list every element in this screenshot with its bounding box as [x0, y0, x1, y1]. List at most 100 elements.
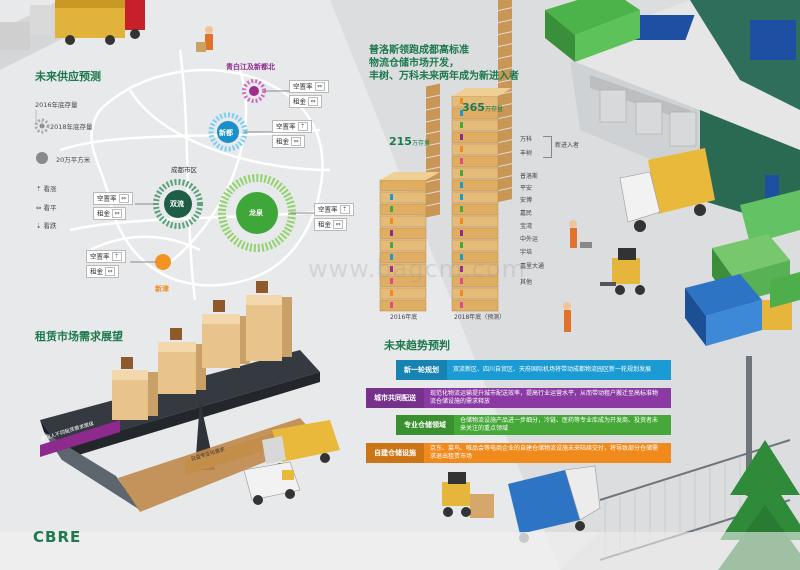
x-label-2018: 2018年底（预测） [454, 314, 506, 321]
developer-5: 嘉民 [520, 210, 533, 217]
trend-tag-0: 新一轮规划 [396, 360, 447, 380]
legend-up: ⇡ 看涨 [36, 185, 57, 193]
box-380-3 [379, 263, 427, 276]
stack-top-380 [380, 172, 440, 180]
box-tag-380-5 [390, 242, 393, 248]
box-side-380-8 [426, 107, 440, 122]
box-side-380-5 [426, 143, 440, 158]
stock-2016-value: 215 [389, 135, 412, 148]
box-tag-380-3 [390, 266, 393, 272]
xindu-rent: 租金⇔ [272, 135, 305, 148]
box-380-7 [379, 215, 427, 228]
box-tag-452-0 [460, 302, 463, 308]
box-tag-380-2 [390, 278, 393, 284]
worker-right-2 [563, 302, 571, 332]
headline-line-3: 丰树、万科未来两年成为新进入者 [369, 71, 519, 82]
box-side-380-4 [426, 155, 440, 170]
stock-chart [379, 0, 512, 312]
forklift-bottom [442, 472, 494, 518]
box-side-452-7 [498, 104, 512, 119]
box-side-452-6 [498, 116, 512, 131]
box-452-0 [451, 299, 499, 312]
box-tag-452-5 [460, 242, 463, 248]
headline: 普洛斯领跑成都高标准 物流仓储市场开发， 丰树、万科未来两年成为新进入者 [369, 44, 609, 83]
new-entrant-label: 新进入者 [555, 142, 580, 149]
stack-top-452 [452, 88, 512, 96]
qbj-vacancy: 空置率⇔ [289, 80, 329, 93]
box-380-0 [379, 299, 427, 312]
arrow-flat-icon: ⇔ [333, 220, 343, 229]
trend-tag-1: 城市共同配送 [366, 388, 424, 408]
box-side-380-7 [426, 119, 440, 134]
developer-2: 普洛斯 [520, 173, 539, 180]
arrow-flat-icon: ⇔ [118, 194, 129, 203]
box-tag-380-4 [390, 254, 393, 260]
developer-6: 宝湾 [520, 223, 533, 230]
box-452-2 [451, 275, 499, 288]
box-tag-452-8 [460, 206, 463, 212]
box-452-6 [451, 227, 499, 240]
arrow-up-icon: ⇡ [297, 122, 308, 131]
warehouse-building [570, 0, 800, 230]
xinjin-rent: 租金⇔ [86, 265, 119, 278]
box-side-380-9 [426, 95, 440, 110]
legend-2018: 2018年底存量 [50, 123, 93, 131]
xindu-vacancy: 空置率⇡ [272, 120, 312, 133]
delivery-van-right [619, 148, 715, 232]
box-tag-452-1 [460, 290, 463, 296]
box-452-8 [451, 203, 499, 216]
box-tag-452-10 [460, 182, 463, 188]
box-tag-452-14 [460, 134, 463, 140]
box-380-10 [379, 179, 427, 192]
longquan-vacancy: 空置率⇡ [314, 203, 354, 216]
forklift-right [600, 248, 645, 295]
containers-right [685, 190, 800, 346]
box-tag-452-12 [460, 158, 463, 164]
box-tag-452-3 [460, 266, 463, 272]
box-side-452-14 [498, 20, 512, 35]
arrow-flat-icon: ⇔ [36, 204, 44, 212]
box-452-11 [451, 167, 499, 180]
supply-title: 未来供应预测 [35, 70, 101, 83]
box-side-452-4 [498, 140, 512, 155]
node-xindu-label: 新都 [219, 129, 233, 137]
box-tag-452-6 [460, 230, 463, 236]
box-452-7 [451, 215, 499, 228]
blue-truck-bottom [508, 465, 601, 543]
worker-right-1 [569, 220, 592, 248]
arrow-down-icon: ⇣ [36, 222, 44, 230]
box-side-452-15 [498, 8, 512, 23]
box-380-8 [379, 203, 427, 216]
developer-10: 其他 [520, 279, 533, 286]
white-van-bottom [243, 461, 301, 505]
box-452-13 [451, 143, 499, 156]
box-tag-380-8 [390, 206, 393, 212]
box-380-9 [379, 191, 427, 204]
cbre-logo: CBRE [33, 528, 82, 546]
belt-ribbon-left [40, 420, 120, 457]
box-side-452-10 [498, 68, 512, 83]
box-tag-380-0 [390, 302, 393, 308]
arrow-flat-icon: ⇔ [105, 267, 115, 276]
box-tag-380-6 [390, 230, 393, 236]
box-tag-452-9 [460, 194, 463, 200]
box-side-452-5 [498, 128, 512, 143]
developer-1: 丰树 [520, 150, 533, 157]
containers-top [545, 0, 640, 62]
box-380-1 [379, 287, 427, 300]
box-452-9 [451, 191, 499, 204]
arrow-up-icon: ⇡ [36, 185, 44, 193]
box-side-452-8 [498, 92, 512, 107]
trend-text-1: 现范化物流运输提升城市配送效率，提高行业运营水平，从而带动租户搬迁至高标准物流仓… [430, 390, 659, 405]
shuangliu-vacancy: 空置率⇔ [93, 192, 133, 205]
node-qbj-label: 青白江及新都北 [226, 63, 275, 71]
box-452-14 [451, 131, 499, 144]
box-side-380-1 [426, 191, 440, 206]
rental-title: 租赁市场需求展望 [35, 330, 123, 343]
box-side-452-3 [498, 152, 512, 167]
developer-7: 中外运 [520, 236, 539, 243]
new-entrant-bracket [543, 136, 552, 158]
box-tag-452-2 [460, 278, 463, 284]
